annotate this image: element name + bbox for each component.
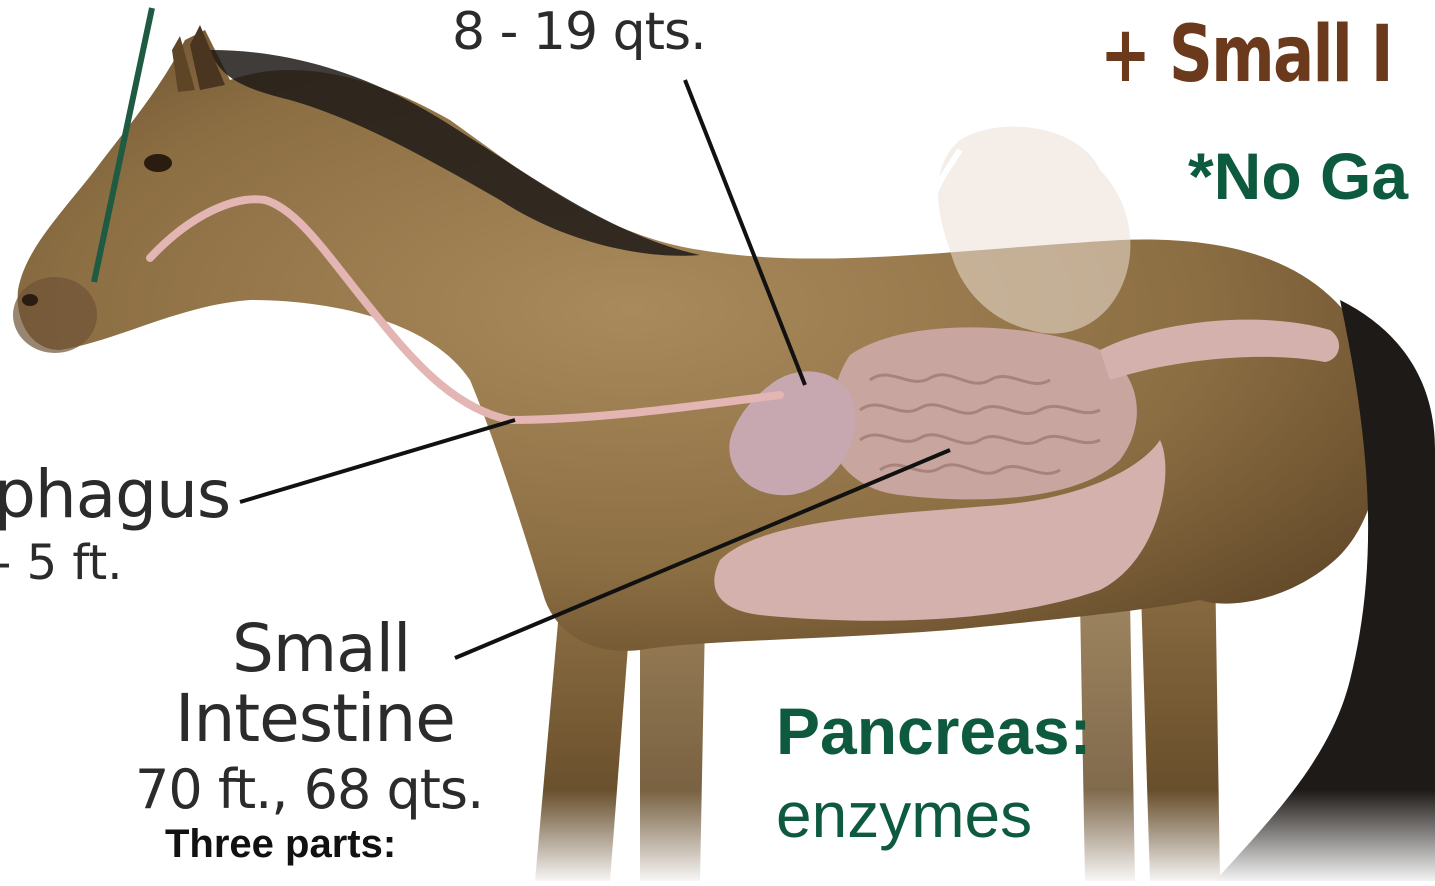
horse-muzzle (13, 277, 97, 353)
three-parts-label: Three parts: (165, 822, 396, 867)
esophagus-length-label: - 5 ft. (0, 535, 123, 591)
pancreas-title: Pancreas: (776, 693, 1092, 769)
small-intestine-label-line1: Small (232, 610, 410, 687)
pancreas-description: enzymes (776, 778, 1032, 852)
esophagus-pointer-line (240, 420, 515, 502)
small-intestine-header: + Small I (1100, 10, 1392, 100)
small-intestine-label-line2: Intestine (175, 680, 455, 757)
horse-eye (144, 154, 172, 172)
esophagus-label: phagus (0, 456, 230, 533)
no-gallbladder-note: *No Ga (1188, 138, 1408, 214)
small-intestine-size-label: 70 ft., 68 qts. (135, 758, 483, 821)
stomach-capacity-label: 8 - 19 qts. (452, 2, 706, 62)
horse-nostril (22, 294, 38, 306)
